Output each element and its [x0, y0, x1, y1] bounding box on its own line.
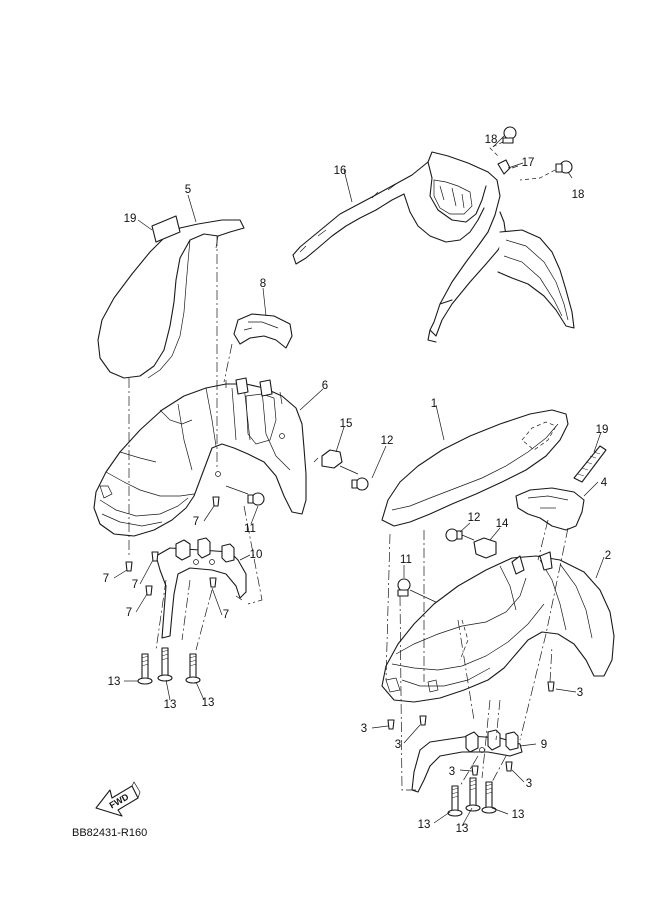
part-18-screw-upper: [489, 126, 517, 157]
part-19-label-left: [151, 215, 181, 243]
part-9-stay: [411, 729, 523, 793]
part-11-bolt-upper: [225, 485, 265, 506]
callout-7-b: 7: [103, 573, 109, 585]
part-15-bracket: [313, 449, 343, 469]
callout-8: 8: [260, 278, 266, 290]
part-18-screw-right: [519, 160, 573, 181]
callout-labels: 18 17 18 16 5 19 8 6 15 12 1 19 4 11 7 1…: [103, 134, 611, 835]
callout-5: 5: [185, 184, 191, 196]
callout-13-b: 13: [164, 699, 177, 711]
part-10-stay: [155, 537, 247, 639]
part-13-bolts-left: [137, 647, 201, 685]
part-16-rear-cowl: [292, 151, 575, 343]
callout-3-b: 3: [361, 723, 367, 735]
part-4-small-cover: [515, 487, 585, 531]
part-12-bolt-lower: [445, 528, 475, 542]
callout-18-top: 18: [485, 134, 498, 146]
part-19-label-right: [573, 445, 607, 483]
callout-3-d: 3: [449, 766, 455, 778]
callout-7-c: 7: [132, 579, 138, 591]
callout-1: 1: [431, 398, 437, 410]
part-13-bolts-right: [447, 777, 497, 817]
callout-17: 17: [522, 157, 535, 169]
part-2-front-fender: [381, 551, 615, 703]
callout-13-c: 13: [202, 697, 215, 709]
callout-13-e: 13: [456, 823, 469, 835]
callout-2: 2: [605, 550, 611, 562]
callout-13-a: 13: [108, 676, 121, 688]
alignment-lines: [128, 236, 569, 791]
callout-19-right: 19: [596, 424, 609, 436]
fwd-arrow-icon: FWD: [95, 781, 141, 817]
callout-11-lower: 11: [400, 554, 412, 566]
callout-19-left: 19: [124, 213, 137, 225]
part-7-screws: [125, 496, 220, 596]
callout-3-a: 3: [577, 687, 583, 699]
callout-13-f: 13: [512, 809, 525, 821]
leader-lines: [113, 135, 605, 827]
part-3-screws: [387, 681, 555, 776]
callout-13-d: 13: [418, 819, 431, 831]
callout-18-right: 18: [572, 189, 585, 201]
part-1-front-cover: [381, 409, 569, 527]
callout-15: 15: [340, 418, 353, 430]
part-17-clip: [497, 159, 519, 175]
drawing-code: BB82431-R160: [72, 827, 147, 839]
callout-11-upper: 11: [244, 523, 256, 535]
part-6-front-cowl: [93, 377, 307, 537]
callout-6: 6: [322, 380, 328, 392]
part-12-bolt-upper: [339, 465, 369, 491]
callout-7-d: 7: [126, 607, 132, 619]
callout-10: 10: [250, 549, 263, 561]
callout-12-upper: 12: [381, 435, 394, 447]
callout-16: 16: [334, 165, 347, 177]
part-8-small-cover: [233, 313, 293, 349]
callout-4: 4: [601, 477, 608, 489]
callout-9: 9: [541, 739, 547, 751]
callout-7-e: 7: [223, 609, 229, 621]
callout-7-a: 7: [193, 516, 199, 528]
callout-3-e: 3: [526, 778, 532, 790]
callout-12-lower: 12: [468, 512, 481, 524]
callout-14: 14: [496, 518, 509, 530]
part-14-bracket: [473, 537, 497, 559]
part-5-front-upper-cover: [97, 219, 245, 379]
part-11-bolt-lower: [397, 578, 441, 605]
callout-3-c: 3: [395, 739, 401, 751]
